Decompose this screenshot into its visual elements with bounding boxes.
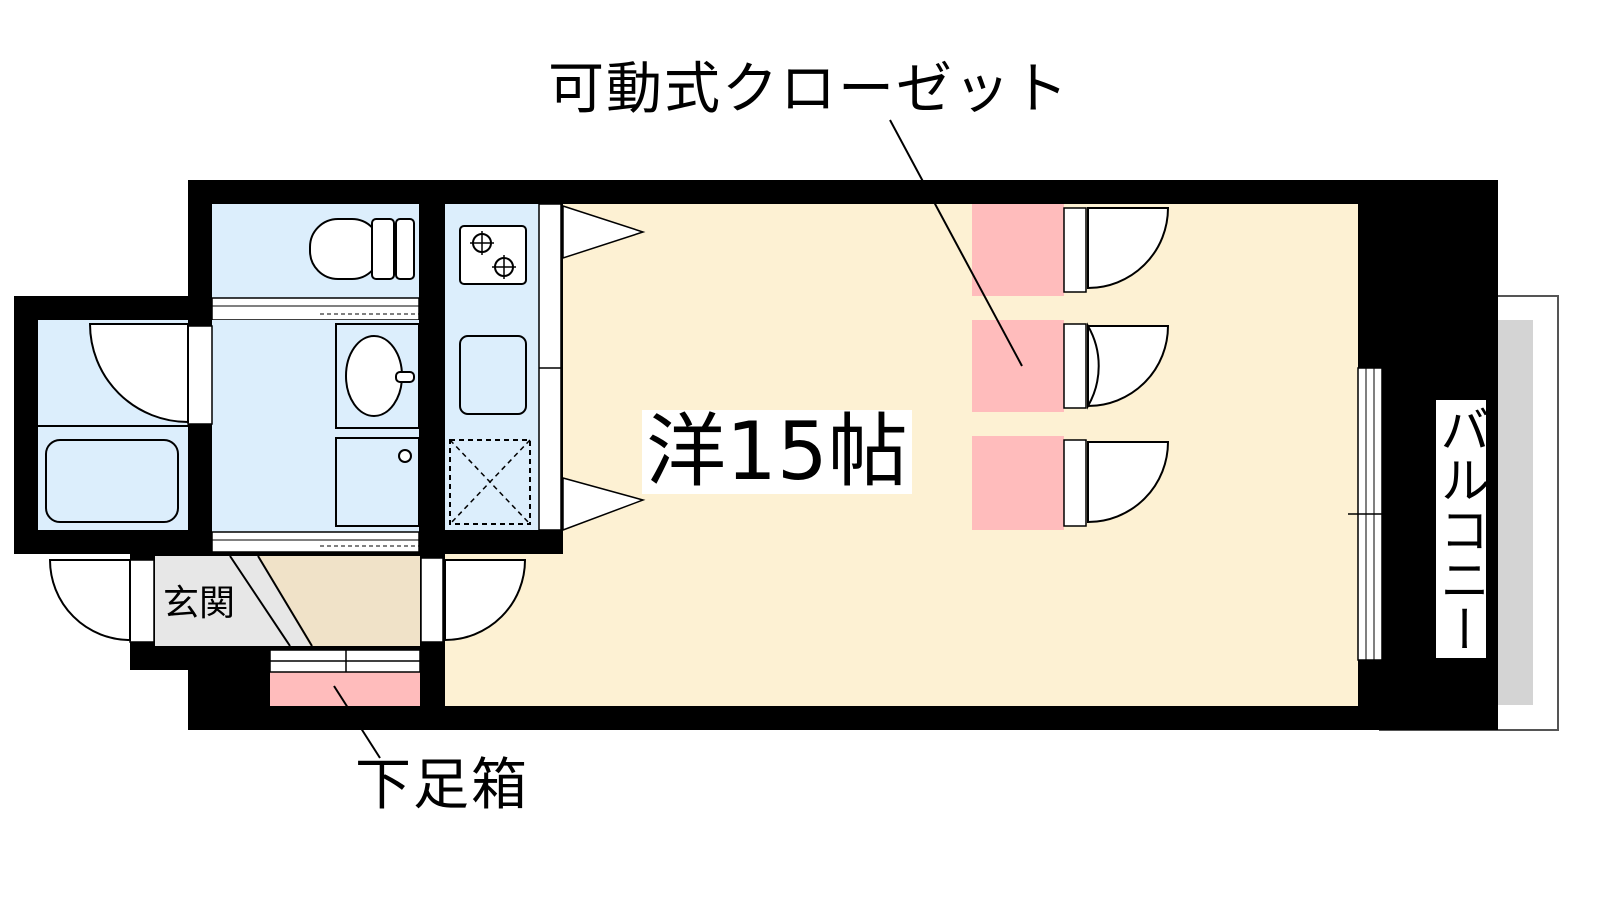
room-door-swing (444, 559, 527, 642)
western-room-label: 洋15帖 (642, 410, 912, 494)
toilet-tank (395, 218, 415, 280)
wash-basin (345, 335, 403, 417)
drain (398, 449, 412, 463)
closet-door-swing (1087, 322, 1170, 410)
kitchen-sink (459, 335, 527, 415)
balcony-sliding-window (1348, 367, 1390, 661)
entrance-step-edge (257, 555, 313, 647)
toilet-bowl (309, 218, 381, 280)
entrance-door-swing (48, 559, 131, 642)
closet-leader-line (889, 119, 1023, 367)
sliding-door-track (211, 297, 420, 321)
entrance-step-edge (229, 555, 291, 647)
bathroom-door-swing (88, 323, 189, 424)
shoe-box-label: 下足箱 (355, 753, 529, 818)
toilet-room (212, 204, 419, 298)
stove (459, 225, 527, 285)
window-triangle (562, 204, 646, 260)
burner-icon (470, 231, 516, 279)
movable-closet (972, 204, 1170, 530)
toilet-tank (371, 218, 395, 280)
closet-door-swing (1087, 441, 1170, 524)
door-frame (420, 557, 444, 643)
window-triangle (562, 477, 646, 532)
movable-closet-label: 可動式クローゼット (548, 57, 1070, 122)
faucet (395, 371, 415, 383)
door-frame (129, 559, 155, 643)
bathroom (38, 320, 213, 530)
door-frame (187, 325, 213, 425)
washroom (212, 320, 420, 532)
sliding-door-track (211, 531, 420, 553)
refrigerator-space (449, 439, 531, 525)
kitchen (445, 203, 562, 531)
bathtub (45, 439, 179, 523)
closet-door-swing (1087, 207, 1170, 290)
shoe-box (270, 672, 420, 706)
shoe-box-leader-line (333, 685, 381, 759)
balcony-label: バルコニー (1432, 400, 1490, 658)
entrance-label: 玄関 (163, 583, 236, 624)
